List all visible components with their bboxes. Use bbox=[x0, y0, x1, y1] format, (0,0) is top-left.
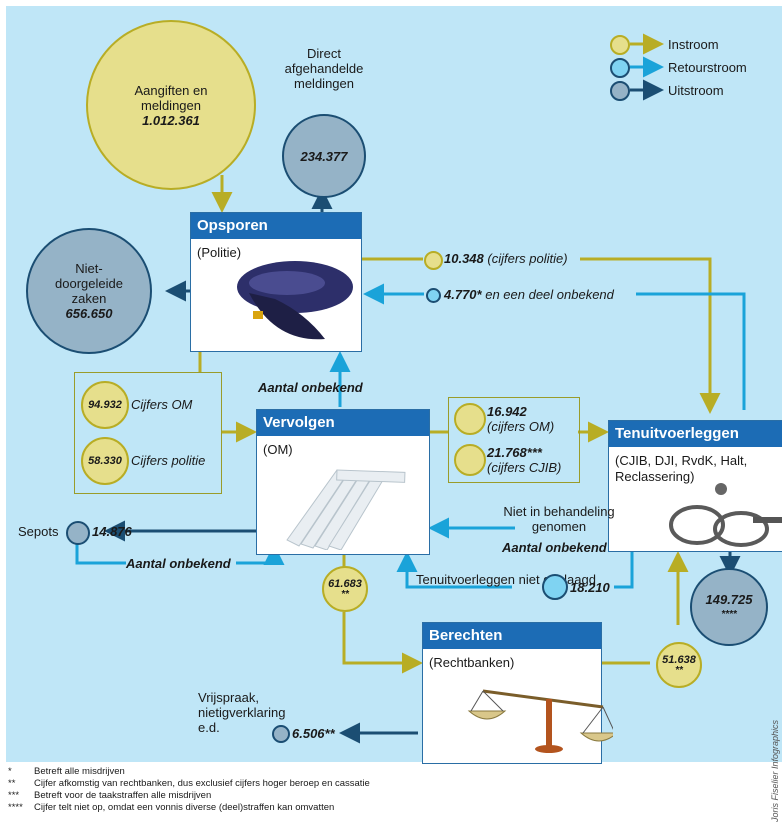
legend-uitstroom-label: Uitstroom bbox=[668, 83, 724, 98]
sepots-value: 14.876 bbox=[92, 524, 132, 539]
credit-text: Joris Fiselier Infographics bbox=[770, 720, 780, 823]
tenuitvoerleggen-subtitle: (CJIB, DJI, RvdK, Halt, Reclassering) bbox=[615, 453, 748, 484]
vrijspraak-label: Vrijspraak, nietigverklaring e.d. bbox=[198, 690, 286, 735]
sepots-retour-label: Aantal onbekend bbox=[126, 556, 231, 571]
keys-icon bbox=[669, 483, 782, 547]
vervolgen-title: Vervolgen bbox=[257, 410, 429, 436]
tenuitvoerleggen-title: Tenuitvoerleggen bbox=[609, 421, 782, 447]
tenuit-opsporen-text: 4.770* en een deel onbekend bbox=[444, 287, 614, 302]
sepots-label: Sepots bbox=[18, 524, 59, 539]
niet-doorgeleide-value: 656.650 bbox=[65, 306, 113, 321]
vrijspraak-dot bbox=[272, 725, 290, 743]
berechten-tenuit-circle: 51.638 ** bbox=[656, 642, 702, 688]
niet-geslaagd-label: Tenuitvoerleggen niet geslaagd bbox=[416, 572, 596, 587]
direct-afgehandelde-label: Direct afgehandelde meldingen bbox=[284, 46, 364, 91]
scales-icon bbox=[467, 689, 613, 753]
vervolgen-berechten-circle: 61.683 ** bbox=[322, 566, 368, 612]
legend-retourstroom-label: Retourstroom bbox=[668, 60, 747, 75]
opsporen-box: Opsporen (Politie) bbox=[190, 212, 362, 352]
legend-uitstroom-dot bbox=[610, 81, 630, 101]
niet-in-behandeling-label: Niet in behandeling genomen bbox=[503, 504, 615, 534]
direct-afgehandelde-circle: 234.377 bbox=[282, 114, 366, 198]
instroom-tenuit-box: 16.942 (cijfers OM) 21.768*** (cijfers C… bbox=[448, 397, 580, 483]
sepots-dot bbox=[66, 521, 90, 545]
niet-geslaagd-dot bbox=[542, 574, 568, 600]
politie-tenuit-text: 10.348 (cijfers politie) bbox=[444, 251, 568, 266]
police-cap-icon bbox=[237, 261, 353, 340]
berechten-title: Berechten bbox=[423, 623, 601, 649]
tenuitvoerleggen-box: Tenuitvoerleggen (CJIB, DJI, RvdK, Halt,… bbox=[608, 420, 782, 552]
niet-in-behandeling-value: Aantal onbekend bbox=[502, 540, 607, 555]
opsporen-subtitle: (Politie) bbox=[197, 245, 242, 260]
niet-doorgeleide-circle: Niet-doorgeleide zaken 656.650 bbox=[26, 228, 152, 354]
om-tenuit-circle bbox=[454, 403, 486, 435]
politie-circle: 58.330 bbox=[81, 437, 129, 485]
legend-instroom-dot bbox=[610, 35, 630, 55]
opsporen-title: Opsporen bbox=[191, 213, 361, 239]
instroom-om-box: 94.932 Cijfers OM 58.330 Cijfers politie bbox=[74, 372, 222, 494]
paper-strips-icon bbox=[286, 469, 406, 550]
niet-doorgeleide-label: Niet-doorgeleide zaken bbox=[55, 261, 123, 306]
footnotes: *Betreft alle misdrijven **Cijfer afkoms… bbox=[8, 766, 370, 813]
berechten-subtitle: (Rechtbanken) bbox=[429, 655, 515, 670]
aangiften-circle: Aangiften en meldingen 1.012.361 bbox=[86, 20, 256, 190]
vervolgen-subtitle: (OM) bbox=[263, 442, 293, 457]
berechten-box: Berechten (Rechtbanken) bbox=[422, 622, 613, 764]
aangiften-value: 1.012.361 bbox=[142, 112, 200, 128]
tenuit-opsporen-dot bbox=[426, 288, 441, 303]
politie-tenuit-dot bbox=[424, 251, 443, 270]
aangiften-label: Aangiften en meldingen bbox=[134, 82, 208, 113]
vervolgen-opsporen-label: Aantal onbekend bbox=[258, 380, 363, 395]
niet-geslaagd-value: 18.210 bbox=[570, 580, 610, 595]
om-circle: 94.932 bbox=[81, 381, 129, 429]
uitstroom-tenuit-circle: 149.725 **** bbox=[690, 568, 768, 646]
vervolgen-box: Vervolgen (OM) bbox=[256, 409, 430, 555]
direct-afgehandelde-value: 234.377 bbox=[300, 148, 348, 164]
legend-retourstroom-dot bbox=[610, 58, 630, 78]
vrijspraak-value: 6.506** bbox=[292, 726, 335, 741]
cjib-tenuit-circle bbox=[454, 444, 486, 476]
legend-instroom-label: Instroom bbox=[668, 37, 719, 52]
